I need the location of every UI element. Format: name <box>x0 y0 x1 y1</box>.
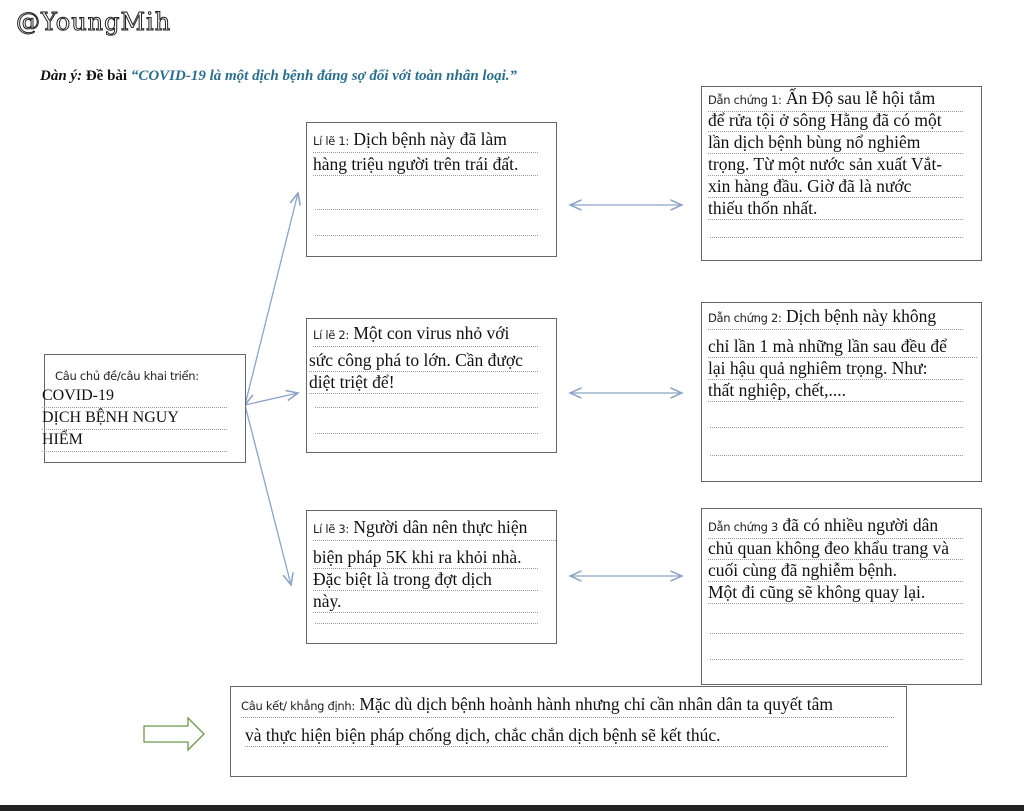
dotted-line <box>315 433 538 434</box>
argument-label: Lí lẽ 3: <box>313 522 349 536</box>
argument-line: Lí lẽ 2: Một con virus nhỏ với <box>313 322 538 347</box>
evidence-line: Dẫn chứng 2: Dịch bệnh này không <box>708 305 963 330</box>
evidence-label: Dẫn chứng 2: <box>708 311 782 325</box>
dotted-line <box>315 623 538 624</box>
dotted-line <box>710 659 963 660</box>
evidence-line: thiếu thốn nhất. <box>708 197 963 220</box>
connector-arrow-3 <box>244 404 291 585</box>
evidence-line: trọng. Từ một nước sản xuất Vắt- <box>708 153 963 176</box>
evidence-line: Một đi cũng sẽ không quay lại. <box>708 581 963 604</box>
conclusion-box: Câu kết/ khẳng định: Mặc dù dịch bệnh ho… <box>230 686 907 777</box>
evidence-line: chỉ lần 1 mà những lần sau đều để <box>708 335 977 358</box>
conclusion-line: Câu kết/ khẳng định: Mặc dù dịch bệnh ho… <box>241 693 894 718</box>
evidence-line: lại hậu quả nghiêm trọng. Như: <box>708 357 963 380</box>
topic-line: HIỂM <box>42 429 227 452</box>
evidence-label: Dẫn chứng 3 <box>708 520 779 534</box>
dotted-line <box>710 455 963 456</box>
dotted-line <box>710 237 963 238</box>
dotted-line <box>710 427 963 428</box>
evidence-label: Dẫn chứng 1: <box>708 93 782 107</box>
argument-label: Lí lẽ 2: <box>313 328 349 342</box>
argument-line: Đặc biệt là trong đợt dịch <box>313 568 538 591</box>
argument-line: này. <box>313 590 538 613</box>
argument-line: diệt triệt để! <box>309 371 538 394</box>
evidence-box-2: Dẫn chứng 2: Dịch bệnh này không chỉ lần… <box>701 302 982 482</box>
argument-line: Lí lẽ 1: Dịch bệnh này đã làm <box>313 128 538 153</box>
dotted-line <box>710 633 963 634</box>
connector-arrow-2 <box>244 393 298 406</box>
heading-prefix: Dàn ý: <box>40 68 83 84</box>
dotted-line <box>315 209 538 210</box>
heading-label: Đề bài <box>85 68 128 84</box>
topic-label: Câu chủ đề/câu khai triển: <box>55 369 199 383</box>
evidence-line: cuối cùng đã nghiễm bệnh. <box>708 559 963 582</box>
argument-line: biện pháp 5K khi ra khỏi nhà. <box>313 546 538 569</box>
dotted-line <box>315 235 538 236</box>
argument-box-2: Lí lẽ 2: Một con virus nhỏ với sức công … <box>306 318 557 453</box>
evidence-line: lần dịch bệnh bùng nổ nghiêm <box>708 131 963 154</box>
bottom-border <box>0 805 1024 811</box>
evidence-box-1: Dẫn chứng 1: Ấn Độ sau lễ hội tắm để rửa… <box>701 86 982 261</box>
watermark-logo: @YoungMih <box>15 8 172 37</box>
evidence-line: chủ quan không đeo khẩu trang và <box>708 537 963 560</box>
evidence-line: thất nghiệp, chết,.... <box>708 379 963 402</box>
evidence-line: Dẫn chứng 1: Ấn Độ sau lễ hội tắm <box>708 87 963 112</box>
conclusion-label: Câu kết/ khẳng định: <box>241 699 355 713</box>
argument-line: sức công phá to lớn. Cần được <box>309 349 538 372</box>
page-heading: Dàn ý: Đề bài “COVID-19 là một dịch bệnh… <box>40 68 517 85</box>
argument-label: Lí lẽ 1: <box>313 134 349 148</box>
connector-arrow-1 <box>245 193 298 405</box>
evidence-line: Dẫn chứng 3 đã có nhiều người dân <box>708 514 963 539</box>
argument-line: hàng triệu người trên trái đất. <box>313 153 538 176</box>
topic-sentence-box: Câu chủ đề/câu khai triển: COVID-19 DỊCH… <box>42 354 246 463</box>
evidence-line: để rửa tội ở sông Hằng đã có một <box>708 109 963 132</box>
topic-line: COVID-19 <box>42 385 227 408</box>
dotted-line <box>315 407 538 408</box>
argument-box-3: Lí lẽ 3: Người dân nên thực hiện biện ph… <box>306 510 557 644</box>
right-arrow-icon <box>143 716 205 752</box>
evidence-line: xin hàng đầu. Giờ đã là nước <box>708 175 963 198</box>
heading-topic: “COVID-19 là một dịch bệnh đáng sợ đối v… <box>130 68 517 84</box>
conclusion-line: và thực hiện biện pháp chống dịch, chắc … <box>245 724 888 747</box>
topic-line: DỊCH BỆNH NGUY <box>42 407 227 430</box>
argument-line: Lí lẽ 3: Người dân nên thực hiện <box>313 516 556 541</box>
evidence-box-3: Dẫn chứng 3 đã có nhiều người dân chủ qu… <box>701 508 982 685</box>
argument-box-1: Lí lẽ 1: Dịch bệnh này đã làm hàng triệu… <box>306 122 557 257</box>
